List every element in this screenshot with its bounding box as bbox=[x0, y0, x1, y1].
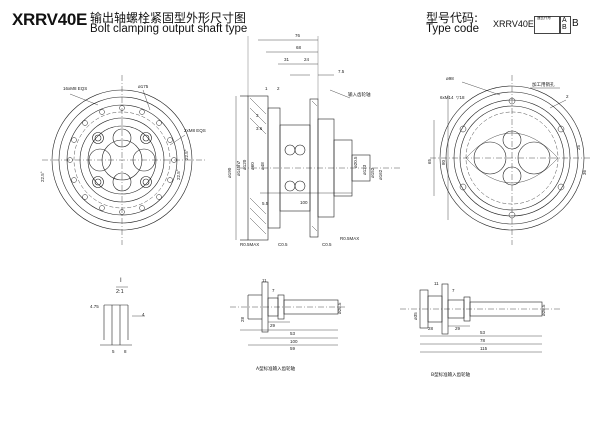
shaft-a-caption: A型标准输入齿轮轴 bbox=[256, 367, 296, 372]
dim-3: 3 bbox=[256, 113, 259, 118]
type-code-model: XRRV40E bbox=[493, 19, 534, 29]
dim-65: 65 bbox=[427, 158, 432, 164]
section-view-center bbox=[235, 36, 400, 241]
a-dim-59: 59 bbox=[290, 346, 296, 351]
dia-145: ø145h7 bbox=[236, 160, 241, 176]
dim-5-5: 5.5 bbox=[262, 201, 269, 206]
dim-2-right: 2 bbox=[566, 94, 569, 99]
b-dim-29: 29 bbox=[455, 326, 461, 331]
dim-80: 80 bbox=[441, 159, 446, 165]
dim-68: 68 bbox=[296, 45, 302, 50]
dim-100: 100 bbox=[300, 200, 308, 205]
shaft-type-box: A B bbox=[560, 16, 571, 34]
angle-label-3: 22.5° bbox=[184, 149, 189, 160]
bolt-circle-label: ø175 bbox=[138, 84, 149, 89]
dim-2: 2 bbox=[277, 86, 280, 91]
title-english: Bolt clamping output shaft type bbox=[90, 23, 248, 35]
detail-dim-4-75: 4.75 bbox=[90, 304, 99, 309]
b-dim-11: 11 bbox=[434, 281, 439, 286]
shaft-b-caption: B型标准输入齿轮轴 bbox=[431, 373, 471, 378]
angle-label-2: 22.5° bbox=[176, 169, 181, 180]
dim-25: 25 bbox=[576, 144, 581, 150]
dim-1: 1 bbox=[265, 86, 268, 91]
b-dim-28: 28 bbox=[428, 326, 434, 331]
front-view-left bbox=[42, 75, 205, 245]
a-dia: ø26.5 bbox=[337, 302, 342, 314]
hole-dia: ø98 bbox=[446, 76, 454, 81]
dim-36: 36 bbox=[582, 169, 587, 175]
dim-31: 31 bbox=[284, 57, 290, 62]
chamfer-left: C0.5 bbox=[278, 242, 288, 247]
ratio-code-note: 速比代号 bbox=[537, 16, 551, 20]
b-dim-115: 115 bbox=[480, 346, 488, 351]
b-dim-7: 7 bbox=[452, 288, 455, 293]
dim-24: 24 bbox=[304, 57, 310, 62]
detail-i bbox=[100, 286, 145, 346]
dia-152: ø152 bbox=[370, 167, 375, 178]
chamfer-right: C0.5 bbox=[322, 242, 332, 247]
a-dim-53: 53 bbox=[290, 331, 296, 336]
title-chinese: 输出轴螺栓紧固型外形尺寸图 bbox=[90, 11, 247, 25]
radius-bottom: R0.5MAX bbox=[340, 236, 359, 241]
pin-hole-note: 加工用销孔 bbox=[532, 81, 555, 88]
input-shaft-note: 输入齿轮轴 bbox=[348, 91, 371, 98]
dia-120: ø120 bbox=[242, 159, 247, 170]
b-dim-78: 78 bbox=[480, 338, 486, 343]
input-shaft-b bbox=[400, 283, 560, 353]
type-code-label-cn: 型号代码: bbox=[426, 11, 479, 25]
radius-top: R0.5MAX bbox=[240, 242, 259, 247]
a-dim-28: 28 bbox=[240, 316, 245, 322]
tap-label: 16xM8 EQS bbox=[63, 86, 87, 91]
dim-76: 76 bbox=[295, 33, 301, 38]
a-dim-7: 7 bbox=[272, 288, 275, 293]
b-dim-53: 53 bbox=[480, 330, 486, 335]
dia-162: ø162 bbox=[378, 169, 383, 180]
detail-dim-8: 8 bbox=[124, 349, 127, 354]
dim-7-5: 7.5 bbox=[338, 69, 345, 74]
a-dim-100: 100 bbox=[290, 339, 298, 344]
type-code-suffix: B bbox=[572, 18, 579, 29]
dia-48: ø48 bbox=[260, 162, 265, 170]
rear-view-right bbox=[430, 75, 590, 245]
a-dim-11: 11 bbox=[262, 278, 267, 283]
dia-20-5: ø20.5 bbox=[353, 156, 358, 168]
detail-dim-4: 4 bbox=[142, 312, 145, 317]
b-dia-1: ø26.5 bbox=[541, 304, 546, 316]
rear-tap-depth: ▽18 bbox=[456, 95, 465, 100]
rear-tap: 6xM14 bbox=[440, 95, 454, 100]
shaft-type-a: A bbox=[562, 17, 567, 24]
b-dia-2: ø35 bbox=[413, 312, 418, 320]
dia-60: ø60 bbox=[250, 162, 255, 170]
dia-190: ø190 bbox=[227, 167, 232, 178]
detail-label: I bbox=[120, 278, 122, 284]
angle-label-1: 22.5° bbox=[40, 171, 45, 182]
dim-3-6: 3.6 bbox=[256, 126, 263, 131]
dia-123: ø123 bbox=[362, 164, 367, 175]
shaft-type-b: B bbox=[562, 24, 567, 31]
ratio-code-box: 速比代号 bbox=[534, 16, 560, 34]
input-shaft-a bbox=[230, 281, 345, 346]
model-number: XRRV40E bbox=[12, 10, 88, 29]
dowel-label: 2xM8 EQS bbox=[184, 128, 206, 133]
type-code-label-en: Type code bbox=[426, 23, 480, 35]
detail-scale: 2:1 bbox=[116, 289, 124, 295]
a-dim-29: 29 bbox=[270, 323, 276, 328]
detail-dim-5: 5 bbox=[112, 349, 115, 354]
